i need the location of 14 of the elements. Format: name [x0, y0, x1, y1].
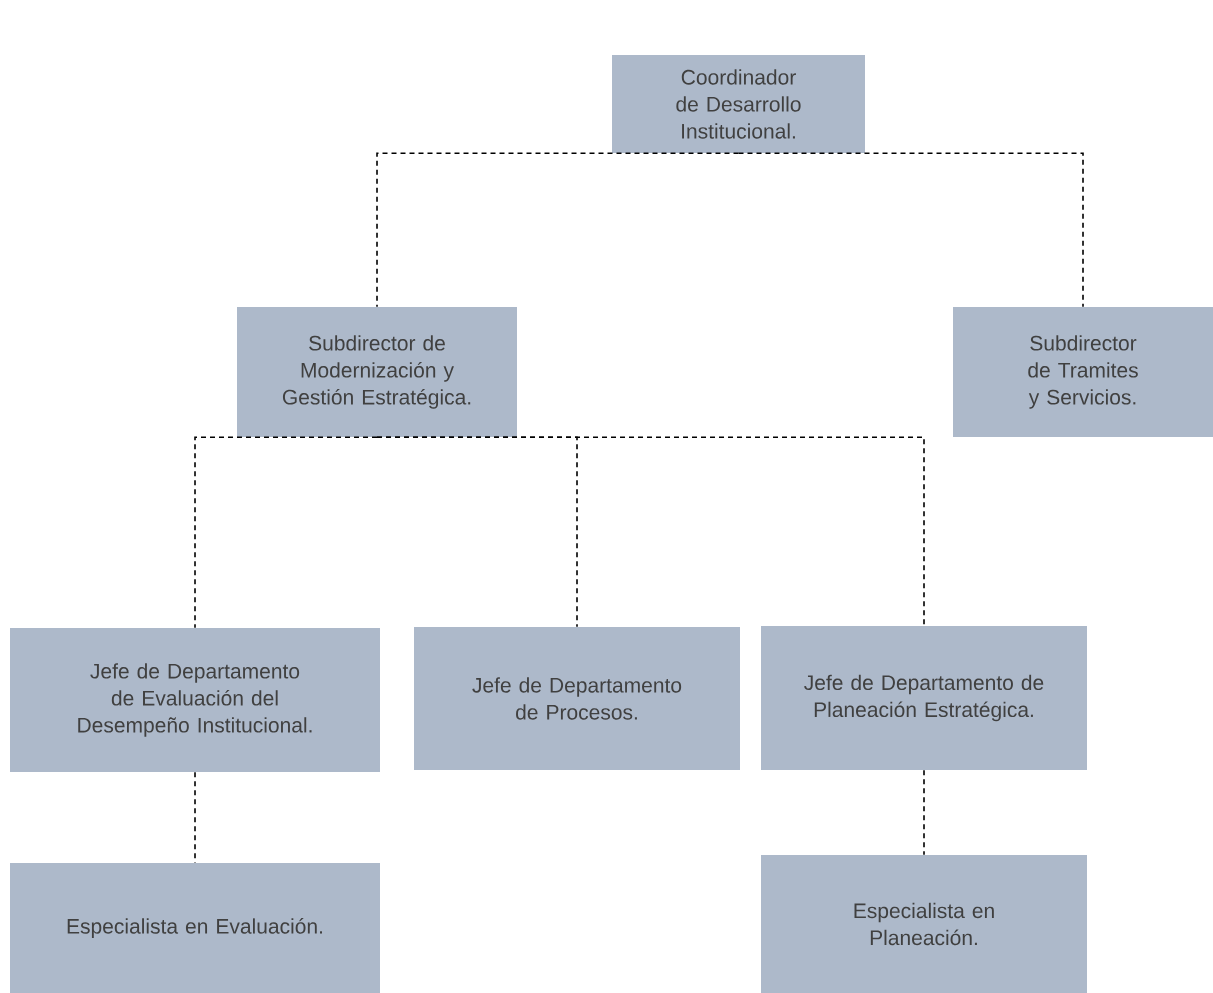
org-box: Coordinador de Desarrollo Institucional.: [612, 55, 865, 153]
org-box: Jefe de Departamento de Evaluación del Desempeño Institucional.: [10, 628, 380, 772]
connector-line: [194, 771, 196, 864]
org-box: Subdirector de Tramites y Servicios.: [953, 307, 1213, 437]
connector-line: [737, 152, 1084, 308]
connector-line: [923, 769, 925, 856]
org-box: Especialista en Evaluación.: [10, 863, 380, 993]
org-box: Subdirector de Modernización y Gestión Estratégica.: [237, 307, 517, 437]
connector-line: [376, 152, 740, 308]
org-box: Especialista en Planeación.: [761, 855, 1087, 993]
org-box: Jefe de Departamento de Procesos.: [414, 627, 740, 770]
connector-line: [376, 436, 925, 627]
org-box: Jefe de Departamento de Planeación Estratégica.: [761, 626, 1087, 770]
connector-line: [194, 436, 378, 629]
